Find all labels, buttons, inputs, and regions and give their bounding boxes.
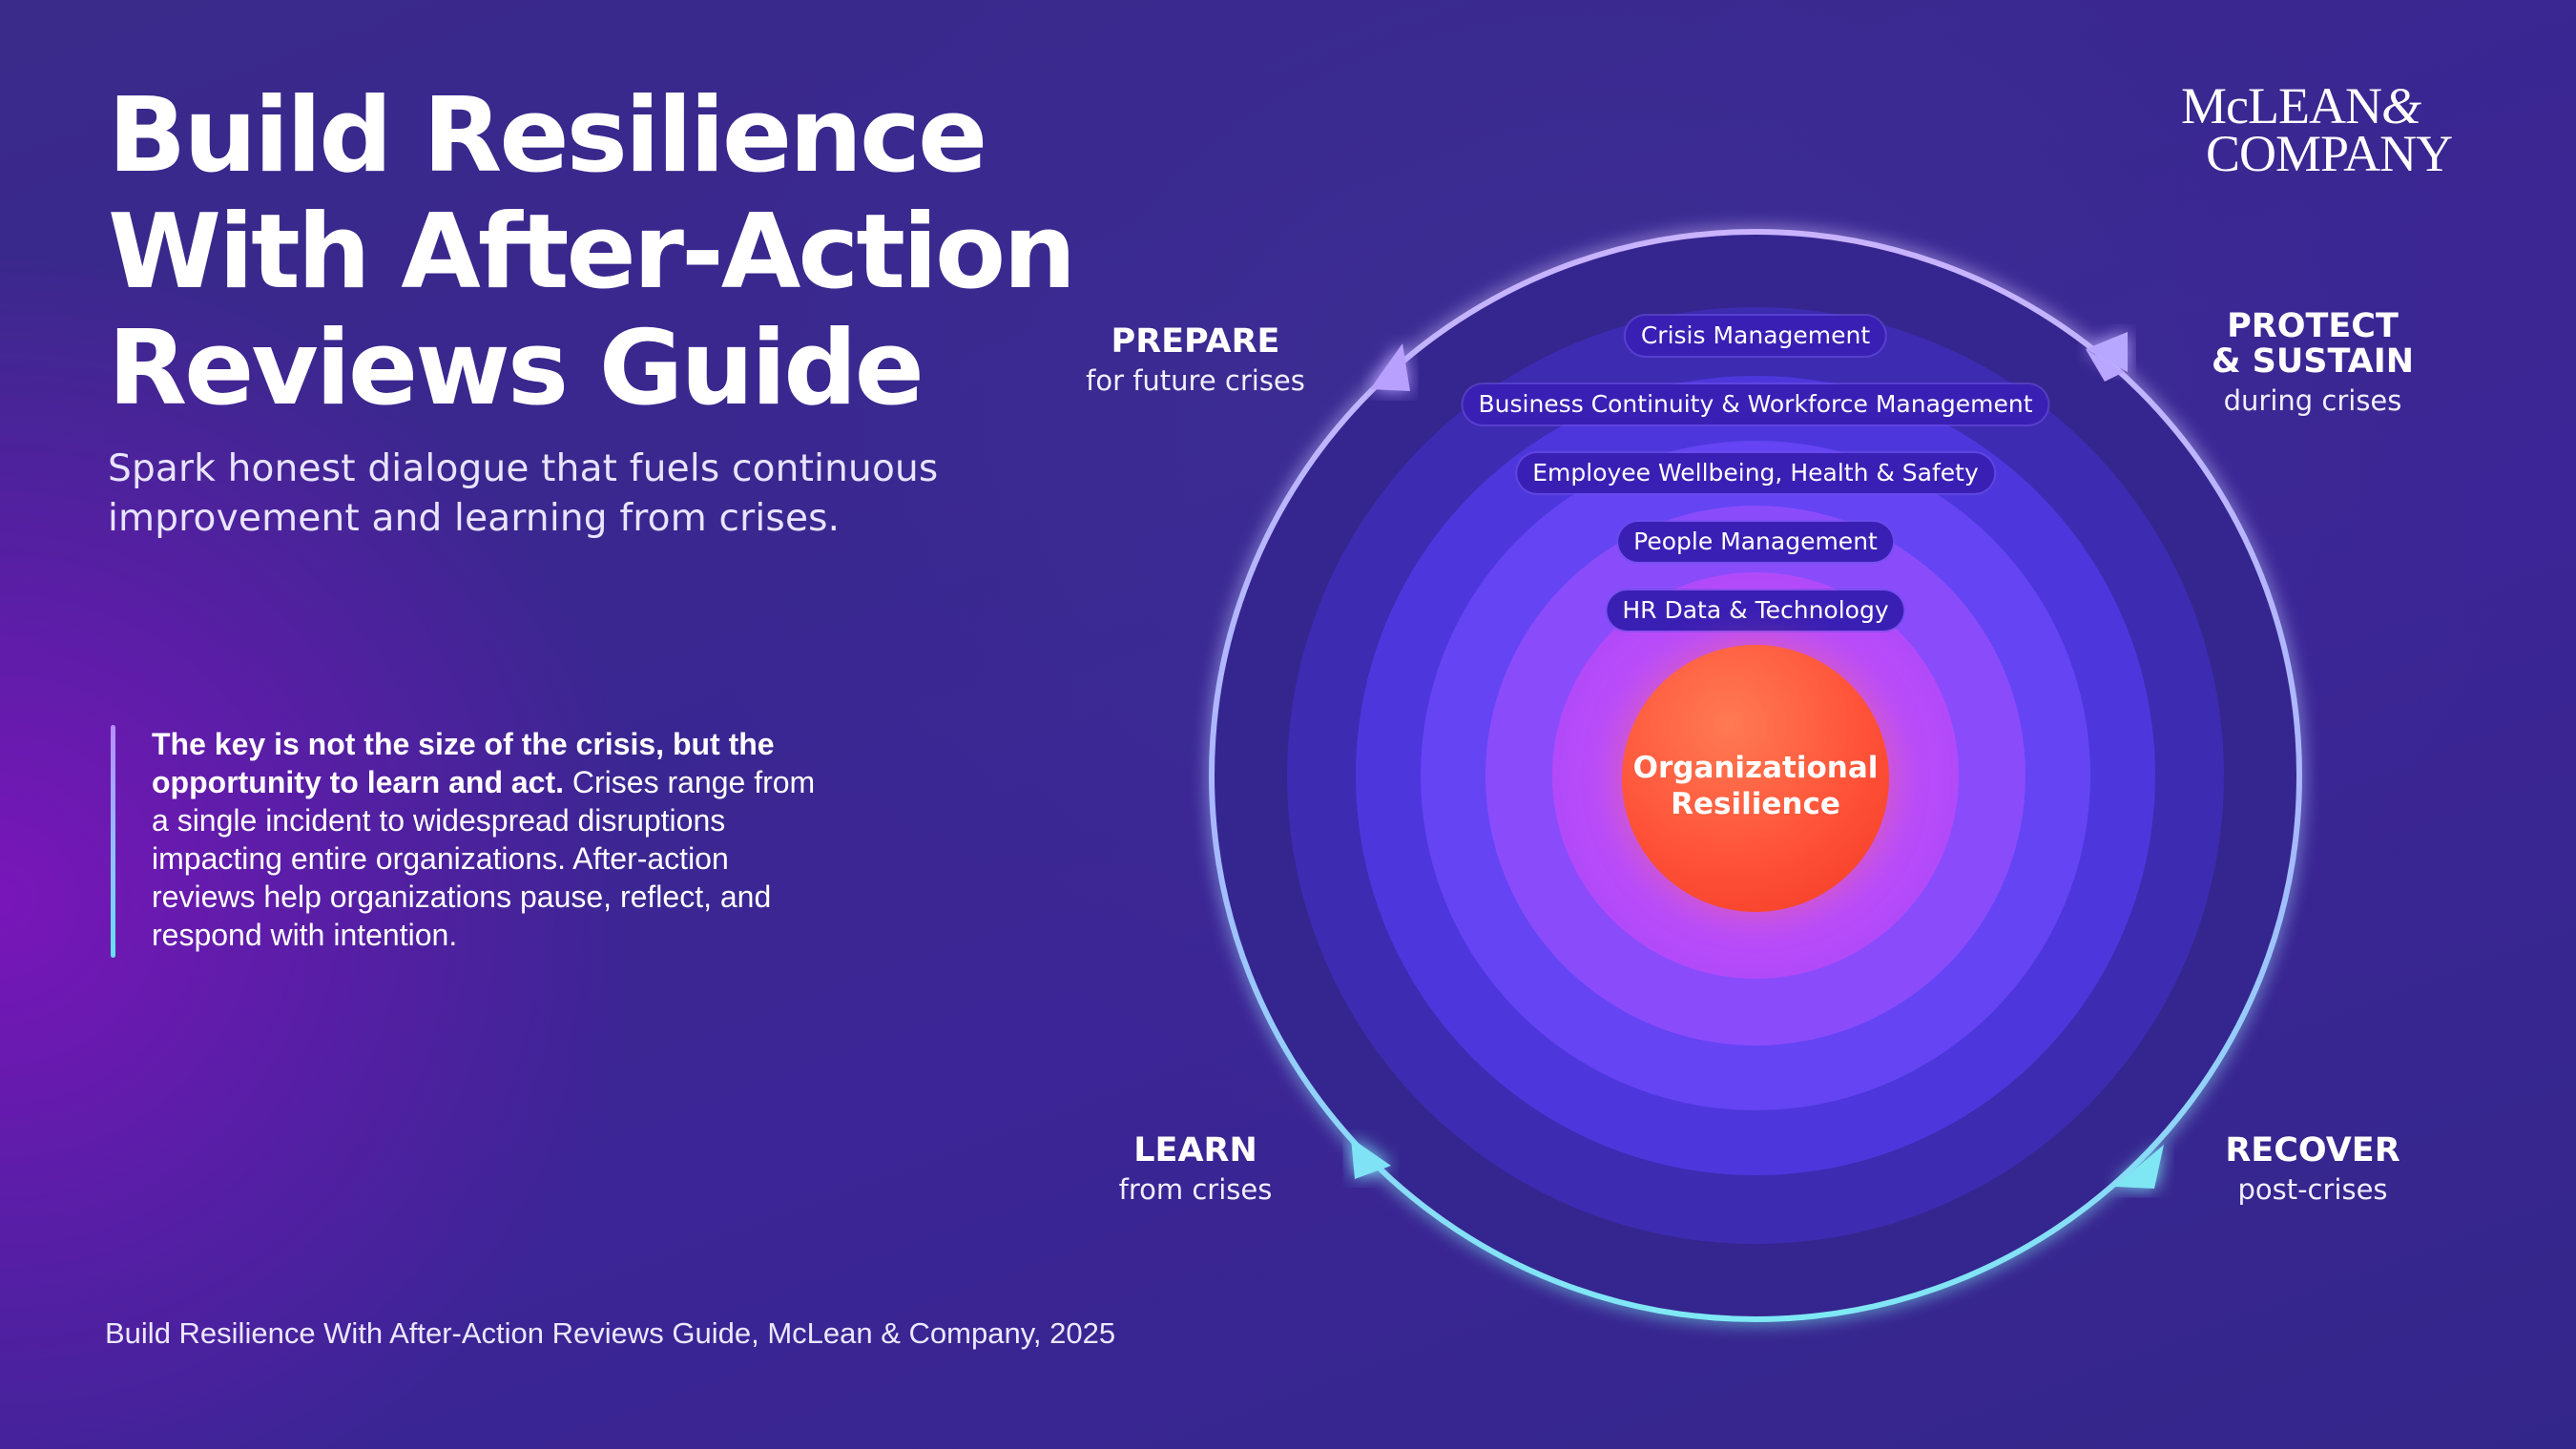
- phase-protect-sustain: PROTECT & SUSTAIN during crises: [2212, 309, 2414, 422]
- page-title: Build Resilience With After-Action Revie…: [108, 76, 1076, 428]
- page-subtitle: Spark honest dialogue that fuels continu…: [108, 445, 1062, 544]
- phase-learn: LEARN from crises: [1119, 1133, 1273, 1211]
- title-line: Build Resilience: [108, 76, 987, 196]
- key-message-line: a single incident to widespread disrupti…: [152, 803, 726, 838]
- arrow-protect-icon: [2086, 349, 2124, 382]
- phase-prepare: PREPARE for future crises: [1086, 324, 1305, 402]
- phase-recover: RECOVER post-crises: [2225, 1133, 2399, 1211]
- layer-label-business-continuity: Business Continuity & Workforce Manageme…: [1463, 384, 2048, 424]
- logo-ampersand: &: [2380, 77, 2421, 135]
- key-message-line: opportunity to learn and act. Crises ran…: [152, 763, 858, 801]
- key-message-text: The key is not the size of the crisis, b…: [152, 725, 858, 954]
- layer-label-people-management: People Management: [1618, 522, 1893, 562]
- phase-subtitle: during crises: [2223, 384, 2402, 417]
- key-message-line: The key is not the size of the crisis, b…: [152, 725, 858, 763]
- arrow-learn-icon: [1351, 1138, 1391, 1179]
- subtitle-line: Spark honest dialogue that fuels continu…: [108, 447, 939, 490]
- logo-line: McLEAN&: [2181, 80, 2486, 132]
- company-logo: McLEAN& COMPANY: [2181, 80, 2486, 182]
- core-label: Organizational Resilience: [1622, 750, 1889, 822]
- phase-title: PREPARE: [1111, 322, 1280, 361]
- phase-title: PROTECT: [2227, 307, 2399, 345]
- logo-line: COMPANY: [2206, 125, 2453, 182]
- key-message-line: reviews help organizations pause, reflec…: [152, 880, 772, 914]
- phase-title: RECOVER: [2225, 1131, 2400, 1170]
- layer-label-employee-wellbeing: Employee Wellbeing, Health & Safety: [1517, 453, 1994, 493]
- phase-title: & SUSTAIN: [2211, 342, 2415, 381]
- phase-subtitle: for future crises: [1086, 364, 1305, 397]
- key-message-line: respond with intention.: [152, 918, 458, 952]
- arrow-prepare-icon: [1370, 343, 1410, 391]
- key-message-bold: The key is not the size of the crisis, b…: [152, 727, 775, 761]
- arrow-recover-icon: [2114, 1145, 2164, 1189]
- key-message-line: impacting entire organizations. After-ac…: [152, 841, 729, 876]
- core-label-line: Resilience: [1671, 787, 1840, 821]
- layer-label-crisis-management: Crisis Management: [1625, 316, 1886, 356]
- title-line: With After-Action: [108, 193, 1076, 312]
- subtitle-line: improvement and learning from crises.: [108, 497, 841, 540]
- phase-subtitle: from crises: [1118, 1173, 1273, 1206]
- key-message-rest: Crises range from: [564, 765, 816, 799]
- phase-title: LEARN: [1133, 1131, 1257, 1170]
- logo-name: McLEAN: [2181, 77, 2382, 135]
- phase-subtitle: post-crises: [2237, 1173, 2388, 1206]
- key-message: The key is not the size of the crisis, b…: [111, 725, 836, 958]
- key-message-bold: opportunity to learn and act.: [152, 765, 565, 799]
- quote-accent-bar: [111, 725, 115, 958]
- core-circle: Organizational Resilience: [1622, 645, 1889, 912]
- layer-label-hr-data: HR Data & Technology: [1607, 590, 1904, 631]
- core-label-line: Organizational: [1632, 751, 1879, 785]
- arrow-protect-tip: [2086, 332, 2128, 372]
- title-line: Reviews Guide: [108, 309, 924, 428]
- source-citation: Build Resilience With After-Action Revie…: [105, 1316, 1116, 1350]
